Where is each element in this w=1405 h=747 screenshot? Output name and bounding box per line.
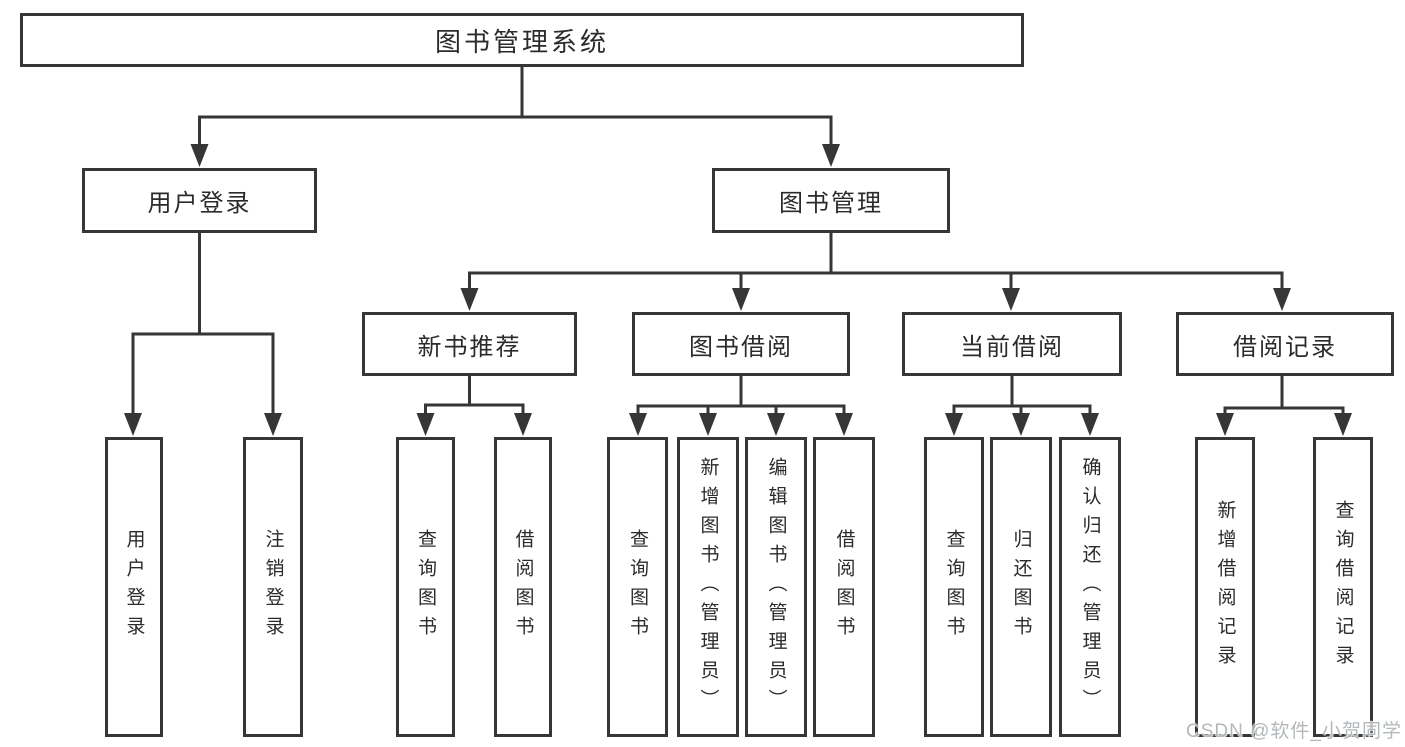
arrowhead [416, 413, 435, 436]
node-new-book-rec: 新书推荐 [362, 312, 577, 376]
connector-user-login-children [131, 233, 275, 416]
arrowhead [1216, 413, 1234, 436]
arrowhead [822, 144, 840, 167]
node-current-borrow: 当前借阅 [902, 312, 1122, 376]
arrowheads [124, 144, 1352, 436]
arrowhead [190, 144, 209, 167]
arrowhead [1002, 288, 1020, 311]
node-leaf-confirm-return-admin: 确认归还（管理员） [1059, 437, 1121, 737]
node-book-borrow: 图书借阅 [632, 312, 850, 376]
node-leaf-edit-book-admin: 编辑图书（管理员） [745, 437, 807, 737]
connector-new-book-rec-children [424, 376, 525, 416]
arrowhead [124, 413, 142, 436]
node-leaf-query-book-rec: 查询图书 [396, 437, 455, 737]
node-leaf-return-book: 归还图书 [990, 437, 1052, 737]
arrowhead [1012, 413, 1030, 436]
connector-book-borrow-children [636, 376, 846, 416]
connector-current-borrow-children [952, 376, 1092, 416]
node-user-login: 用户登录 [82, 168, 317, 233]
node-leaf-user-login: 用户登录 [105, 437, 163, 737]
node-leaf-borrow-book: 借阅图书 [813, 437, 875, 737]
node-root: 图书管理系统 [20, 13, 1024, 67]
arrowhead [699, 413, 717, 436]
node-leaf-borrow-book-rec: 借阅图书 [494, 437, 552, 737]
node-book-mgmt: 图书管理 [712, 168, 950, 233]
connector-root-to-level2 [198, 67, 833, 146]
node-borrow-record: 借阅记录 [1176, 312, 1394, 376]
arrowhead [1273, 288, 1291, 311]
arrowhead [732, 288, 750, 311]
arrowhead [514, 413, 532, 436]
node-leaf-add-borrow-record: 新增借阅记录 [1195, 437, 1255, 737]
node-leaf-query-book-current: 查询图书 [924, 437, 984, 737]
arrowhead [264, 413, 282, 436]
arrowhead [767, 413, 785, 436]
arrowhead [629, 413, 647, 436]
node-leaf-query-borrow-record: 查询借阅记录 [1313, 437, 1373, 737]
arrowhead [460, 288, 479, 311]
arrowhead [1081, 413, 1099, 436]
node-leaf-logout: 注销登录 [243, 437, 303, 737]
node-leaf-add-book-admin: 新增图书（管理员） [677, 437, 739, 737]
arrowhead [945, 413, 963, 436]
connector-book-mgmt-children [468, 233, 1284, 291]
watermark: CSDN @软件_小贺同学 [1186, 721, 1402, 742]
node-leaf-query-book-borrow: 查询图书 [607, 437, 668, 737]
arrowhead [835, 413, 853, 436]
connector-borrow-record-children [1223, 376, 1345, 416]
arrowhead [1334, 413, 1352, 436]
